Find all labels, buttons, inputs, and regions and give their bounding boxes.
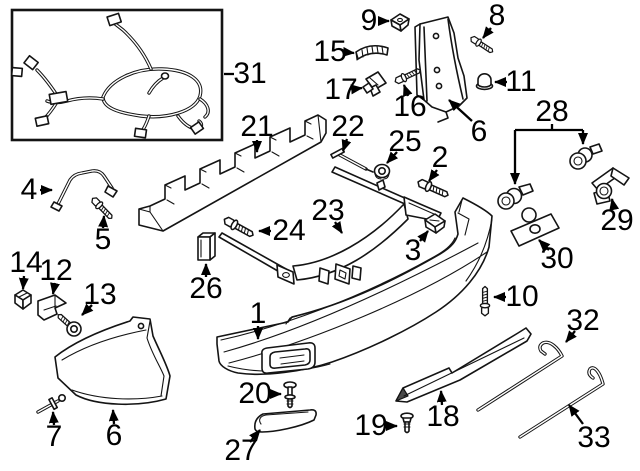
leader-14 — [18, 275, 29, 290]
part-callout-4[interactable]: 4 — [20, 173, 38, 206]
leader-3 — [417, 230, 429, 243]
part-16-bolt — [392, 65, 423, 87]
leader-25 — [386, 151, 399, 164]
part-11-plug-cap — [475, 73, 494, 91]
part-callout-23[interactable]: 23 — [311, 194, 345, 227]
part-callout-8[interactable]: 8 — [488, 0, 506, 32]
leader-7 — [48, 411, 59, 426]
part-callout-1[interactable]: 1 — [249, 297, 267, 330]
part-13-screw — [54, 310, 83, 338]
leader-32 — [565, 330, 577, 343]
part-3-clip — [424, 213, 446, 234]
part-callout-22[interactable]: 22 — [331, 110, 365, 143]
part-26-bracket — [197, 232, 216, 261]
leader-15 — [342, 46, 355, 57]
part-1-bumper-cover — [216, 197, 493, 376]
part-9-clip-nut — [390, 13, 410, 32]
part-callout-6-lower[interactable]: 6 — [105, 419, 123, 452]
leader-16 — [402, 84, 413, 98]
part-callout-29[interactable]: 29 — [600, 204, 634, 237]
part-10-bolt — [479, 285, 491, 317]
part-callout-7[interactable]: 7 — [45, 420, 63, 453]
part-callout-18[interactable]: 18 — [426, 400, 460, 433]
part-31-wiring-harness — [10, 8, 224, 142]
part-20-push-pin — [283, 381, 297, 409]
part-33-trim-strip — [518, 366, 605, 439]
part-callout-6-upper[interactable]: 6 — [470, 115, 488, 148]
part-callout-19[interactable]: 19 — [354, 409, 388, 442]
part-2-bolt — [415, 176, 451, 201]
part-callout-33[interactable]: 33 — [577, 421, 611, 454]
leader-33 — [568, 404, 584, 425]
leader-27 — [249, 429, 261, 443]
part-callout-17[interactable]: 17 — [324, 73, 358, 106]
part-callout-2[interactable]: 2 — [431, 141, 449, 174]
part-callout-12[interactable]: 12 — [39, 254, 73, 287]
part-7-rivet — [36, 393, 66, 414]
leader-12 — [50, 282, 60, 295]
part-callout-14[interactable]: 14 — [9, 246, 43, 279]
part-callout-20[interactable]: 20 — [238, 377, 272, 410]
part-callout-10[interactable]: 10 — [505, 280, 539, 313]
part-8-bolt — [468, 33, 496, 56]
part-callout-25[interactable]: 25 — [388, 125, 422, 158]
leader-23 — [331, 221, 343, 234]
part-21-impact-absorber — [138, 114, 327, 232]
part-18-step-pad — [395, 327, 532, 403]
leader-22 — [341, 138, 352, 152]
part-callout-13[interactable]: 13 — [83, 278, 117, 311]
part-callout-31[interactable]: 31 — [233, 57, 267, 90]
leader-6-upper — [448, 99, 473, 122]
part-32-trim-strip — [476, 340, 564, 412]
part-30-sensor-bracket — [510, 207, 560, 247]
part-callout-9[interactable]: 9 — [360, 4, 378, 37]
part-25-nut — [373, 163, 391, 180]
part-callout-15[interactable]: 15 — [313, 35, 347, 68]
part-callout-27[interactable]: 27 — [224, 434, 258, 467]
part-23-impact-bar — [218, 166, 442, 285]
part-callout-30[interactable]: 30 — [540, 242, 574, 275]
leader-5 — [98, 215, 109, 229]
leader-29 — [609, 198, 620, 211]
part-callout-26[interactable]: 26 — [189, 272, 223, 305]
part-callout-5[interactable]: 5 — [94, 223, 112, 256]
leader-8 — [482, 26, 494, 39]
part-28-parking-sensors — [497, 143, 603, 210]
part-12-bracket — [37, 294, 67, 321]
leader-18 — [436, 390, 447, 406]
part-22-pin — [330, 147, 374, 173]
part-callout-32[interactable]: 32 — [566, 304, 600, 337]
part-callout-24[interactable]: 24 — [272, 214, 306, 247]
leader-13 — [81, 303, 94, 316]
leader-30 — [538, 239, 551, 252]
leader-17 — [350, 84, 363, 95]
part-callout-3[interactable]: 3 — [404, 234, 422, 267]
part-17-bracket — [362, 71, 387, 97]
part-5-screw — [88, 194, 116, 222]
part-6-lower-corner-extension — [54, 316, 171, 406]
harness-connectors — [10, 12, 205, 139]
part-19-screw-pin — [400, 412, 414, 434]
part-callout-11[interactable]: 11 — [505, 65, 537, 98]
leader-6-lower — [108, 409, 119, 425]
part-callout-16[interactable]: 16 — [393, 90, 427, 123]
part-6-upper-side-support — [414, 16, 468, 123]
part-29-sensor-with-bracket — [591, 167, 630, 205]
part-15-bracket — [355, 44, 389, 61]
leader-2 — [428, 169, 440, 182]
leader-lines — [18, 16, 620, 443]
part-27-lower-trim — [254, 409, 317, 433]
part-callout-21[interactable]: 21 — [240, 110, 274, 143]
part-4-bracket — [50, 169, 118, 212]
part-callout-28[interactable]: 28 — [535, 95, 569, 128]
part-14-clip-nut — [14, 289, 32, 310]
